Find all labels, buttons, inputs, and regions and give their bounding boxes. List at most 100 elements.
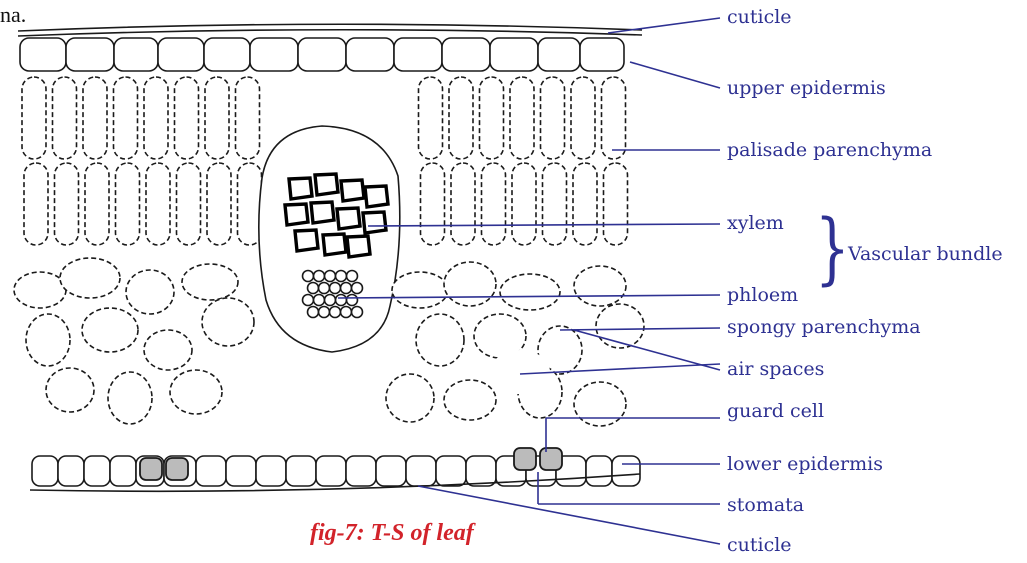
spongy-cell <box>444 262 496 306</box>
palisade-cell <box>83 77 107 159</box>
upper-epidermis-cell <box>20 38 66 71</box>
upper-epidermis-cell <box>490 38 538 71</box>
xylem-vessel <box>363 212 386 233</box>
label-cuticle-bottom: cuticle <box>727 536 792 555</box>
lower-epidermis-cell <box>406 456 436 486</box>
phloem-cell <box>314 271 325 282</box>
palisade-cell <box>53 77 77 159</box>
xylem-vessel <box>337 208 360 229</box>
palisade-cell <box>512 163 536 245</box>
figure-caption: fig-7: T-S of leaf <box>310 521 474 545</box>
phloem-cell <box>308 283 319 294</box>
label-lower-epidermis: lower epidermis <box>727 455 883 474</box>
palisade-cell <box>602 77 626 159</box>
palisade-cell <box>177 163 201 245</box>
spongy-cell <box>386 374 434 422</box>
palisade-cell <box>146 163 170 245</box>
phloem-cell <box>341 307 352 318</box>
label-cuticle-top: cuticle <box>727 8 792 27</box>
cuticle-top-line-inner <box>18 30 642 36</box>
lower-epidermis-cell <box>84 456 110 486</box>
spongy-cell <box>46 368 94 412</box>
upper-epidermis-cell <box>204 38 250 71</box>
lower-epidermis-cell <box>256 456 286 486</box>
phloem-cell <box>303 271 314 282</box>
palisade-cell <box>116 163 140 245</box>
spongy-cell <box>416 314 464 366</box>
spongy-cell <box>596 304 644 348</box>
palisade-cell <box>482 163 506 245</box>
leader-line <box>630 62 720 88</box>
guard-cell <box>540 448 562 470</box>
spongy-cell <box>170 370 222 414</box>
palisade-cell <box>144 77 168 159</box>
guard-cell <box>514 448 536 470</box>
phloem-cell <box>308 307 319 318</box>
palisade-cell <box>451 163 475 245</box>
phloem-cell <box>352 307 363 318</box>
label-palisade-parenchyma: palisade parenchyma <box>727 141 932 160</box>
phloem-cell <box>319 307 330 318</box>
lower-epidermis-cell <box>110 456 136 486</box>
phloem-cell <box>352 283 363 294</box>
lower-epidermis-cell <box>346 456 376 486</box>
spongy-cell <box>574 382 626 426</box>
xylem-vessel <box>295 230 318 251</box>
phloem-cell <box>330 283 341 294</box>
upper-epidermis-cell <box>538 38 580 71</box>
vascular-bundle-brace: } <box>815 210 850 288</box>
spongy-cell <box>82 308 138 352</box>
palisade-cell <box>449 77 473 159</box>
spongy-cell <box>14 272 66 308</box>
upper-epidermis-cell <box>442 38 490 71</box>
lower-epidermis-cell <box>316 456 346 486</box>
lower-epidermis-cell <box>612 456 640 486</box>
xylem-vessel <box>285 204 308 225</box>
phloem-cell <box>347 295 358 306</box>
upper-epidermis-cell <box>114 38 158 71</box>
guard-cell <box>166 458 188 480</box>
palisade-cell <box>541 77 565 159</box>
label-vascular-bundle: Vascular bundle <box>848 245 1003 264</box>
phloem-cell <box>303 295 314 306</box>
spongy-cell <box>126 270 174 314</box>
spongy-cell <box>202 298 254 346</box>
palisade-cell <box>236 77 260 159</box>
xylem-vessel <box>323 234 346 255</box>
lower-epidermis-cell <box>586 456 612 486</box>
palisade-cell <box>114 77 138 159</box>
palisade-cell <box>175 77 199 159</box>
upper-epidermis-cell <box>250 38 298 71</box>
palisade-cell <box>55 163 79 245</box>
palisade-cell <box>238 163 262 245</box>
lower-epidermis-cell <box>58 456 84 486</box>
spongy-cell <box>500 274 560 310</box>
spongy-cell <box>144 330 192 370</box>
upper-epidermis-cell <box>158 38 204 71</box>
xylem-vessel <box>289 178 312 199</box>
palisade-cell <box>85 163 109 245</box>
label-phloem: phloem <box>727 286 798 305</box>
phloem-cell <box>347 271 358 282</box>
label-stomata: stomata <box>727 496 804 515</box>
palisade-cell <box>571 77 595 159</box>
upper-epidermis-cell <box>346 38 394 71</box>
xylem-vessel <box>311 202 334 223</box>
palisade-cell <box>604 163 628 245</box>
phloem-cell <box>336 271 347 282</box>
upper-epidermis-cell <box>298 38 346 71</box>
palisade-cell <box>573 163 597 245</box>
palisade-cell <box>207 163 231 245</box>
air-space <box>490 350 550 394</box>
palisade-cell <box>24 163 48 245</box>
lower-epidermis-cell <box>466 456 496 486</box>
spongy-cell <box>392 272 448 308</box>
phloem-cell <box>336 295 347 306</box>
leader-line <box>574 330 720 370</box>
lower-epidermis-cell <box>196 456 226 486</box>
phloem-cell <box>314 295 325 306</box>
lower-epidermis-cell <box>376 456 406 486</box>
palisade-cell <box>543 163 567 245</box>
guard-cell <box>140 458 162 480</box>
